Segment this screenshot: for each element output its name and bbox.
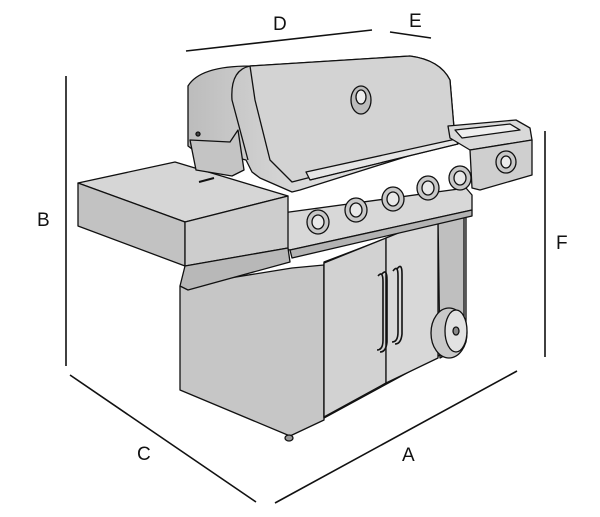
thermometer-gauge bbox=[350, 85, 372, 115]
right-side-burner bbox=[447, 119, 533, 191]
side-burner-knob bbox=[495, 150, 517, 174]
control-knobs bbox=[306, 165, 472, 235]
dimension-line-c bbox=[69, 374, 257, 503]
dimension-line-d bbox=[185, 29, 373, 52]
grill-illustration bbox=[77, 55, 533, 442]
dimension-lines bbox=[65, 29, 546, 504]
knob-2 bbox=[344, 197, 368, 223]
knob-1 bbox=[306, 209, 330, 235]
cabinet-door-left bbox=[323, 237, 387, 418]
dimension-labels: D E B F C A bbox=[37, 11, 568, 466]
wheel bbox=[430, 307, 468, 359]
knob-3 bbox=[381, 186, 405, 212]
dimension-label-b: B bbox=[37, 210, 50, 231]
control-panel-lip bbox=[289, 209, 473, 259]
dimension-line-a bbox=[274, 370, 518, 504]
knob-4 bbox=[416, 175, 440, 201]
door-handles bbox=[376, 265, 403, 353]
cabinet-side-panel bbox=[179, 264, 325, 437]
dimension-label-e: E bbox=[409, 11, 422, 32]
hood-handle bbox=[305, 138, 459, 181]
dimension-label-f: F bbox=[556, 233, 568, 254]
left-side-shelf bbox=[77, 161, 291, 291]
caster-foot bbox=[284, 434, 294, 442]
dimension-label-a: A bbox=[402, 445, 415, 466]
grill-hood bbox=[187, 55, 459, 193]
cabinet-door-right bbox=[385, 216, 439, 384]
dimension-label-c: C bbox=[137, 444, 151, 465]
dimension-label-d: D bbox=[273, 14, 287, 35]
dimension-line-e bbox=[389, 31, 432, 39]
knob-5 bbox=[448, 165, 472, 191]
